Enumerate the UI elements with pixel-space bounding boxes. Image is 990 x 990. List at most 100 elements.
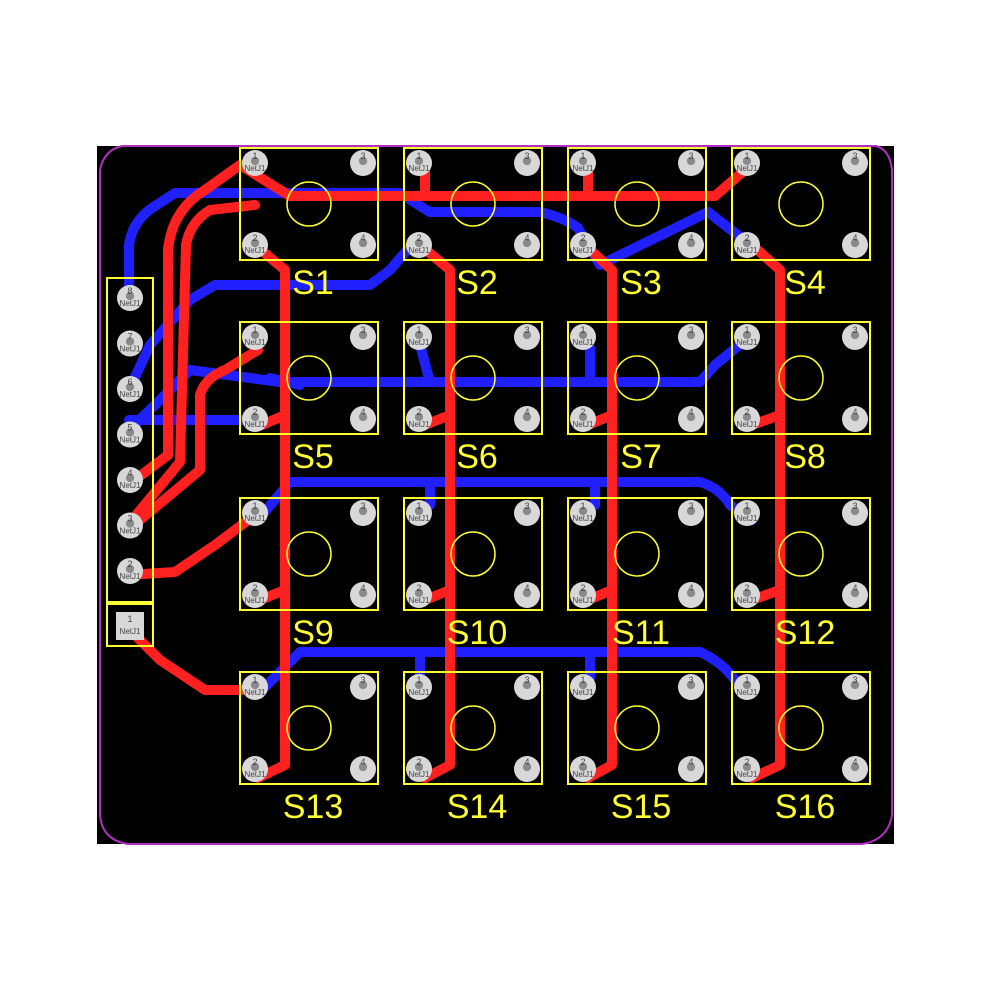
pad: 3 bbox=[514, 674, 540, 700]
pad-net-label: NetJ1 bbox=[737, 164, 758, 173]
pad-net-label: NetJ1 bbox=[737, 514, 758, 523]
switch-reference: S13 bbox=[283, 788, 344, 826]
pad-number: 3 bbox=[524, 501, 529, 511]
pad-drill bbox=[850, 412, 860, 422]
switch-outline bbox=[567, 147, 707, 261]
switch-outline bbox=[239, 147, 379, 261]
pad-drill bbox=[125, 564, 135, 574]
pad-drill bbox=[414, 330, 424, 340]
pad-net-label: NetJ1 bbox=[245, 246, 266, 255]
switch-reference: S16 bbox=[775, 788, 836, 826]
switch-reference: S15 bbox=[611, 788, 672, 826]
pad-copper-square bbox=[116, 612, 144, 640]
pad-drill bbox=[358, 506, 368, 516]
pad: 4 bbox=[678, 582, 704, 608]
pad-number: 2 bbox=[416, 407, 421, 417]
pad-drill bbox=[850, 506, 860, 516]
pad-number: 3 bbox=[688, 501, 693, 511]
pad-number: 1 bbox=[416, 501, 421, 511]
pad-number: 4 bbox=[688, 583, 693, 593]
pad-drill bbox=[850, 588, 860, 598]
pad-net-label: NetJ1 bbox=[245, 420, 266, 429]
pad-net-label: NetJ1 bbox=[737, 596, 758, 605]
pad-drill bbox=[578, 506, 588, 516]
pad: 3 bbox=[678, 324, 704, 350]
pad-drill bbox=[850, 762, 860, 772]
pad-drill bbox=[250, 506, 260, 516]
pad-net-label: NetJ1 bbox=[245, 514, 266, 523]
pad-drill bbox=[686, 762, 696, 772]
pad-drill bbox=[742, 680, 752, 690]
pad-number: 1 bbox=[580, 325, 585, 335]
switch-reference: S2 bbox=[456, 264, 498, 302]
pad: 4 bbox=[842, 232, 868, 258]
pad-drill bbox=[125, 473, 135, 483]
pad-drill bbox=[522, 506, 532, 516]
pad-drill bbox=[522, 762, 532, 772]
switch-actuator bbox=[450, 355, 496, 401]
switch-reference: S11 bbox=[612, 614, 670, 652]
pad-number: 4 bbox=[852, 757, 857, 767]
pad-drill bbox=[414, 412, 424, 422]
board-outline bbox=[99, 145, 893, 845]
pad-number: 4 bbox=[688, 407, 693, 417]
pad-number: 7 bbox=[127, 332, 132, 342]
pad-number: 8 bbox=[127, 286, 132, 296]
pad-drill bbox=[850, 330, 860, 340]
top-trace bbox=[250, 240, 290, 770]
pad-drill bbox=[522, 680, 532, 690]
pad-drill bbox=[250, 412, 260, 422]
pad-drill bbox=[578, 762, 588, 772]
switch-reference: S6 bbox=[456, 438, 498, 476]
pad-number: 4 bbox=[852, 233, 857, 243]
top-trace bbox=[123, 623, 263, 695]
top-trace bbox=[123, 345, 263, 535]
pad-drill bbox=[358, 156, 368, 166]
pad-net-label: NetJ1 bbox=[120, 527, 141, 536]
pad-net-label: NetJ1 bbox=[573, 246, 594, 255]
pad-drill bbox=[522, 412, 532, 422]
pad-number: 1 bbox=[580, 675, 585, 685]
pad-number: 3 bbox=[360, 325, 365, 335]
switch-actuator bbox=[450, 181, 496, 227]
pad-drill bbox=[522, 238, 532, 248]
pad-number: 3 bbox=[852, 151, 857, 161]
switch-outline bbox=[403, 671, 543, 785]
pad-drill bbox=[358, 762, 368, 772]
pad-net-label: NetJ1 bbox=[409, 420, 430, 429]
pad-number: 3 bbox=[852, 675, 857, 685]
pad: 3 bbox=[350, 150, 376, 176]
pad-number: 2 bbox=[580, 757, 585, 767]
bottom-trace bbox=[415, 340, 435, 387]
pad: 3 bbox=[514, 324, 540, 350]
switch-outline bbox=[567, 497, 707, 611]
pad-number: 6 bbox=[127, 377, 132, 387]
switch-reference: S8 bbox=[784, 438, 826, 476]
pad-number: 4 bbox=[524, 757, 529, 767]
pad: 3 bbox=[678, 150, 704, 176]
pad-net-label: NetJ1 bbox=[573, 420, 594, 429]
bottom-layer-traces bbox=[124, 188, 757, 695]
switch-actuator bbox=[614, 705, 660, 751]
pad-number: 1 bbox=[416, 325, 421, 335]
pad-number: 4 bbox=[360, 757, 365, 767]
pad-number: 2 bbox=[252, 233, 257, 243]
pad: 4 bbox=[350, 756, 376, 782]
